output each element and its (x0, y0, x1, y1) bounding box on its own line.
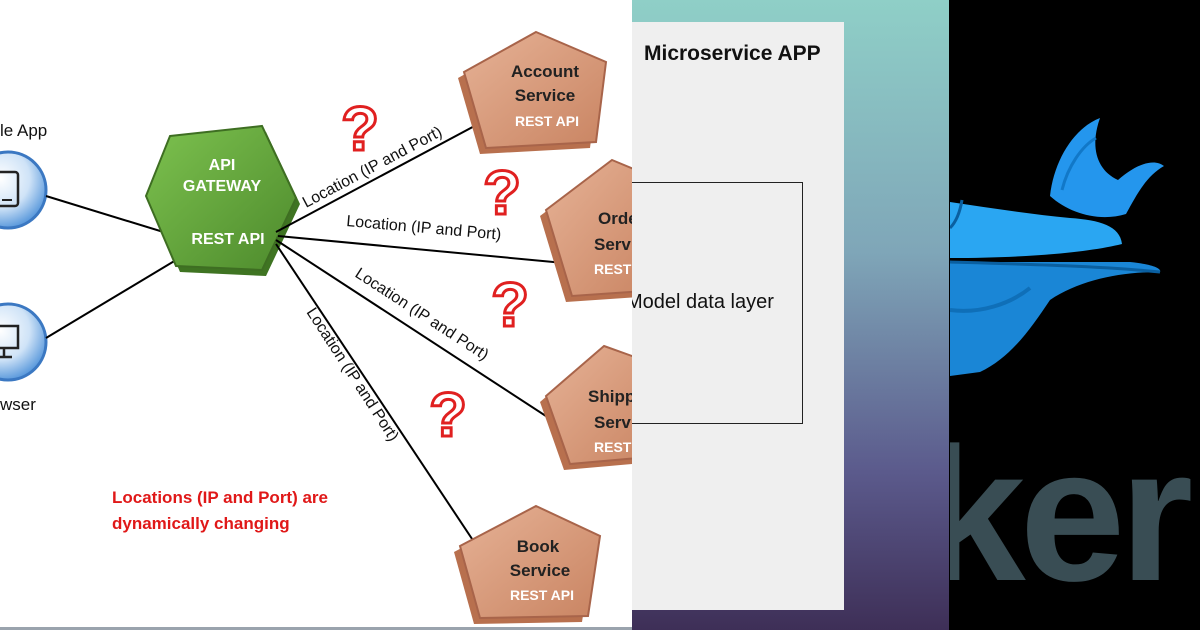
arrow-browser-to-gateway (45, 247, 197, 339)
model-data-layer-box: Model data layer (632, 182, 803, 424)
arrow-gateway-to-order (277, 235, 597, 271)
service-order-line1: Orde (598, 209, 632, 228)
microservice-app-card: Microservice APP Model data layer (632, 22, 844, 610)
location-label-shipping: Location (IP and Port) (352, 265, 492, 364)
service-order-line2: Servi (594, 235, 632, 254)
service-book-line3: REST API (510, 587, 574, 603)
service-order: Orde Servi REST (540, 158, 632, 302)
note-line1: Locations (IP and Port) are (112, 488, 328, 507)
docker-logo-panel: ker (950, 0, 1200, 630)
docker-logo-text: ker (950, 409, 1193, 621)
service-shipping-line1: Shipp (588, 387, 632, 406)
location-label-book: Location (IP and Port) (303, 305, 402, 445)
question-mark-order: ? (483, 159, 521, 228)
model-data-layer-label: Model data layer (632, 291, 774, 313)
service-book: Book Service REST API (454, 504, 602, 624)
question-mark-shipping: ? (491, 271, 529, 340)
microservice-app-panel: Microservice APP Model data layer (632, 0, 949, 630)
client-mobile (0, 150, 48, 230)
service-account-line1: Account (511, 62, 579, 81)
arrow-gateway-to-account (275, 121, 483, 233)
client-label-browser: wser (0, 395, 36, 414)
api-gateway: API GATEWAY REST API (144, 124, 300, 276)
service-shipping: Shipp Serv REST (540, 344, 632, 470)
gateway-line1: API (209, 157, 236, 174)
service-account: Account Service REST API (458, 30, 608, 154)
service-shipping-line2: Serv (594, 413, 631, 432)
arrow-gateway-to-book (275, 243, 507, 591)
microservice-app-title: Microservice APP (644, 42, 821, 65)
service-order-line3: REST (594, 261, 632, 277)
gateway-line2: GATEWAY (183, 178, 262, 195)
question-mark-book: ? (429, 381, 467, 450)
tablet-icon (0, 170, 20, 208)
diagram-canvas: le App wser API GATEWAY (0, 30, 632, 624)
client-label-mobile: le App (0, 121, 47, 140)
note-line2: dynamically changing (112, 514, 290, 533)
docker-whale-icon (950, 118, 1164, 376)
service-discovery-diagram: le App wser API GATEWAY (0, 0, 632, 630)
service-account-line3: REST API (515, 113, 579, 129)
client-browser (0, 302, 48, 382)
service-book-line2: Service (510, 561, 571, 580)
service-book-line1: Book (517, 537, 560, 556)
arrow-gateway-to-shipping (275, 239, 599, 451)
question-mark-account: ? (341, 95, 379, 164)
gateway-line3: REST API (191, 231, 264, 248)
monitor-icon (0, 324, 20, 359)
service-shipping-line3: REST (594, 439, 632, 455)
location-label-order: Location (IP and Port) (346, 213, 502, 243)
service-account-line2: Service (515, 86, 576, 105)
